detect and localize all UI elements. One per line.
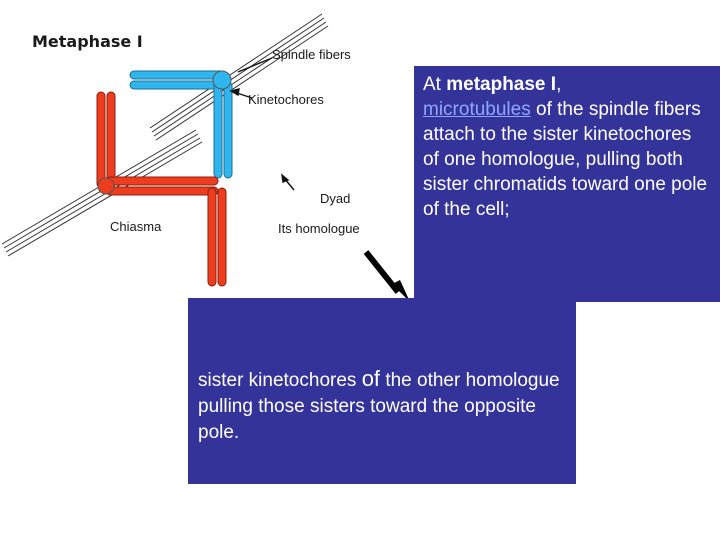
box1-comma: , (556, 74, 562, 95)
red-dyad (96, 91, 227, 287)
box1-prefix: At (423, 74, 447, 95)
spindle-fibers-upper (149, 13, 329, 141)
box2-part1: sister kinetochores (198, 370, 362, 391)
microtubules-link[interactable]: microtubules (423, 99, 531, 120)
label-kinetochores: Kinetochores (248, 92, 324, 107)
pointer-arrow (363, 250, 410, 302)
label-its-homologue: Its homologue (278, 221, 360, 236)
explanation-box-top: At metaphase I, microtubules of the spin… (414, 66, 720, 302)
explanation-box-bottom: sister kinetochores of the other homolog… (188, 298, 576, 484)
blue-dyad (129, 70, 233, 179)
box2-part2: the other homologue pulling those sister… (198, 370, 560, 443)
label-chiasma: Chiasma (110, 219, 162, 234)
box1-bold-term: metaphase I (446, 74, 557, 95)
box1-rest: of the spindle fibers attach to the sist… (423, 99, 708, 220)
diagram-title: Metaphase I (32, 32, 143, 51)
label-dyad: Dyad (320, 191, 350, 206)
label-arrows (229, 57, 295, 191)
label-spindle-fibers: Spindle fibers (272, 47, 351, 62)
box2-of-word: of (361, 366, 381, 391)
